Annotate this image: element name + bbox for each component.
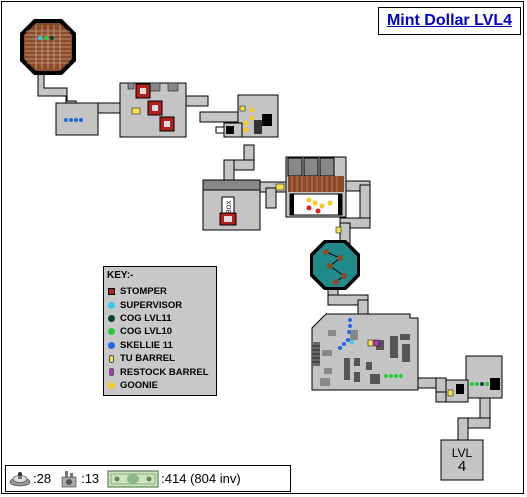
stat-factory: :13 [59, 469, 99, 489]
room-goonie-1 [215, 94, 279, 138]
stat-cogs: :28 [9, 470, 51, 488]
map-title[interactable]: Mint Dollar LVL4 [386, 12, 513, 29]
restock-barrel-icon [109, 368, 114, 377]
goonie-icon [108, 381, 115, 389]
key-item-stomper: STOMPER [107, 285, 216, 298]
corridor-b [183, 95, 209, 107]
key-item-tu-barrel: TU BARREL [107, 352, 216, 365]
cog-icon [9, 471, 31, 486]
corridor-o [357, 299, 369, 315]
stat-factory-value: :13 [81, 471, 100, 486]
key-label: COG LVL10 [120, 326, 173, 338]
dollar-bill-icon [107, 470, 159, 487]
factory-icon [61, 470, 77, 487]
key-item-cog-lvl10: COG LVL10 [107, 325, 216, 338]
exit-label: LVL 4 [441, 440, 483, 480]
skellie-icon [108, 341, 115, 349]
key-label: SUPERVISOR [120, 299, 183, 311]
box-label: BOX [227, 201, 233, 214]
cog-lvl11-icon [108, 314, 115, 322]
cog-lvl10-icon [108, 328, 115, 336]
corridor-j [359, 184, 371, 224]
room-large-factory [311, 313, 419, 391]
key-label: RESTOCK BARREL [120, 366, 209, 378]
key-rows: STOMPER SUPERVISOR COG LVL11 COG LVL10 S… [107, 285, 216, 392]
key-item-goonie: GOONIE [107, 379, 216, 392]
room-skellie-hall [55, 102, 99, 136]
corridor-c [199, 111, 241, 123]
stat-money-value: :414 (804 inv) [161, 471, 241, 486]
room-teal-cogs [310, 226, 360, 290]
stats-bar: :28 :13 :414 (804 inv) [5, 465, 291, 492]
room-box: BOX [202, 179, 261, 231]
corridor-h [265, 187, 277, 209]
key-label: GOONIE [120, 379, 159, 391]
key-item-skellie: SKELLIE 11 [107, 339, 216, 352]
exit-line1: LVL [451, 446, 473, 460]
corridor-f [223, 159, 235, 183]
tu-barrel-icon [109, 354, 114, 363]
room-goonie-2 [275, 156, 347, 218]
key-item-supervisor: SUPERVISOR [107, 298, 216, 311]
supervisor-icon [108, 301, 115, 309]
key-label: TU BARREL [120, 353, 175, 365]
key-item-restock-barrel: RESTOCK BARREL [107, 365, 216, 378]
exit-line2: 4 [457, 458, 467, 475]
stomper-icon [108, 288, 115, 296]
map-title-box[interactable]: Mint Dollar LVL4 [378, 7, 521, 35]
key-heading: KEY:- [107, 270, 134, 281]
key-label: SKELLIE 11 [120, 339, 173, 351]
stat-cogs-value: :28 [33, 471, 52, 486]
corridor-u [457, 417, 469, 441]
room-exit [440, 439, 484, 481]
key-label: STOMPER [120, 286, 167, 298]
room-stompers [119, 82, 187, 138]
stat-money: :414 (804 inv) [107, 469, 241, 489]
room-east [445, 355, 503, 403]
corridor-a [95, 102, 123, 114]
map-key-legend: KEY:- STOMPER SUPERVISOR COG LVL11 COG L… [103, 266, 217, 396]
key-label: COG LVL11 [120, 312, 172, 324]
start-room [20, 19, 76, 75]
key-item-cog-lvl11: COG LVL11 [107, 312, 216, 325]
